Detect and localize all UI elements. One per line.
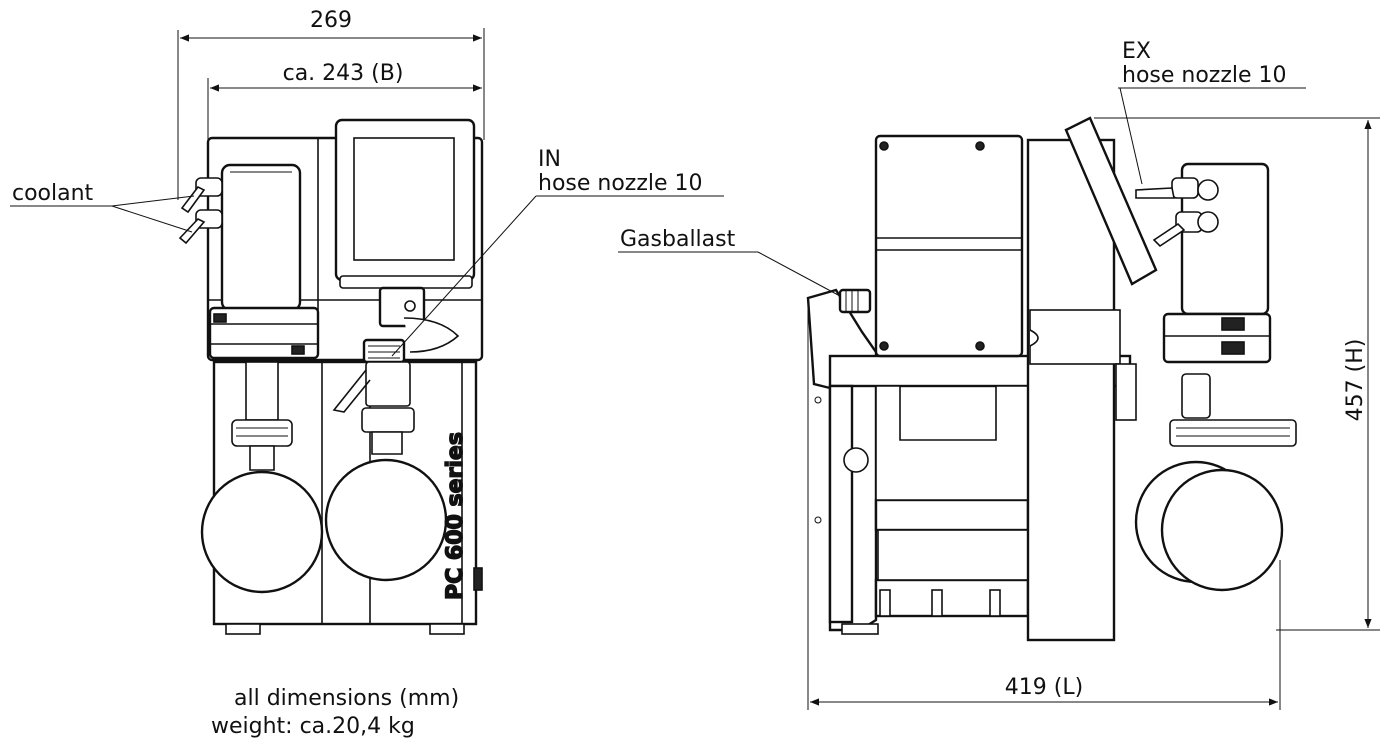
coolant-nozzles	[178, 177, 223, 245]
front-view: 269 ca. 243 (B)	[10, 8, 724, 739]
front-right-flask	[324, 431, 448, 582]
gasballast-callout: Gasballast	[618, 227, 841, 297]
dimension-length: 419 (L)	[807, 300, 1281, 710]
length-label: 419 (L)	[1005, 675, 1083, 700]
side-frame	[806, 288, 1132, 635]
product-label: PC 600 series	[443, 432, 468, 600]
gasballast-knob	[838, 288, 872, 314]
in-hose-label: hose nozzle 10	[538, 171, 703, 196]
dimension-height: 457 (H)	[1094, 117, 1380, 631]
side-upper-box	[874, 134, 1024, 358]
height-label: 457 (H)	[1343, 339, 1368, 422]
weight-note: weight: ca.20,4 kg	[211, 714, 415, 739]
in-label: IN	[538, 147, 561, 172]
front-display	[334, 118, 476, 289]
side-flasks	[1134, 460, 1284, 592]
ex-callout: EX hose nozzle 10	[1118, 39, 1306, 185]
gasballast-label: Gasballast	[620, 227, 736, 252]
dimension-overall-width: 269	[177, 8, 485, 200]
side-pump-cylinder	[1135, 162, 1297, 447]
body-width-label: ca. 243 (B)	[283, 61, 404, 86]
overall-width-label: 269	[310, 8, 352, 33]
dimensions-note: all dimensions (mm)	[234, 686, 459, 711]
ex-hose-label: hose nozzle 10	[1122, 63, 1287, 88]
coolant-label: coolant	[12, 181, 94, 206]
ex-label: EX	[1122, 39, 1151, 64]
side-tower	[1026, 116, 1158, 642]
side-view: EX hose nozzle 10 Gasballast 457 (H) 419…	[618, 39, 1380, 710]
front-valve-block	[332, 286, 460, 433]
front-left-flask	[200, 361, 324, 594]
front-pump-cylinder	[208, 163, 320, 360]
coolant-callout: coolant	[10, 181, 195, 233]
in-callout: IN hose nozzle 10	[391, 147, 724, 357]
dimension-body-width: ca. 243 (B)	[207, 61, 482, 140]
